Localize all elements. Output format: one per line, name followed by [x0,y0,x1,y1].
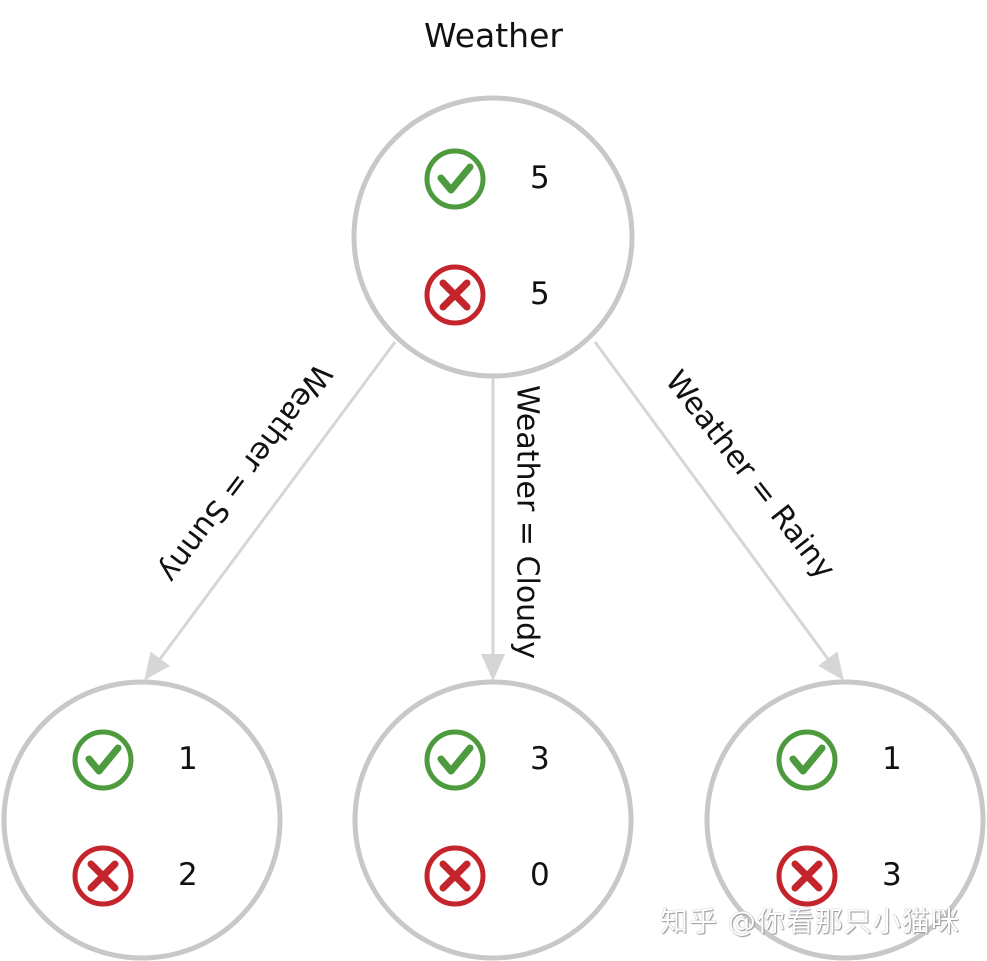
cloudy-node [352,679,634,961]
edge-label-cloudy: Weather = Cloudy [509,385,545,659]
watermark: 知乎 @你看那只小猫咪 [660,905,960,938]
root-node [351,95,635,379]
rainy-no-count: 3 [882,857,902,893]
rainy-node [704,679,986,961]
sunny-node [1,679,283,961]
root-title: Weather [424,16,563,55]
sunny-yes-count: 1 [178,741,198,777]
rainy-yes-count: 1 [882,741,902,777]
edge-sunny [144,341,397,681]
sunny-no-count: 2 [178,857,198,893]
root-no-count: 5 [530,276,550,312]
edge-rainy [593,341,844,681]
cloudy-yes-count: 3 [530,741,550,777]
root-yes-count: 5 [530,160,550,196]
cloudy-no-count: 0 [530,857,550,893]
